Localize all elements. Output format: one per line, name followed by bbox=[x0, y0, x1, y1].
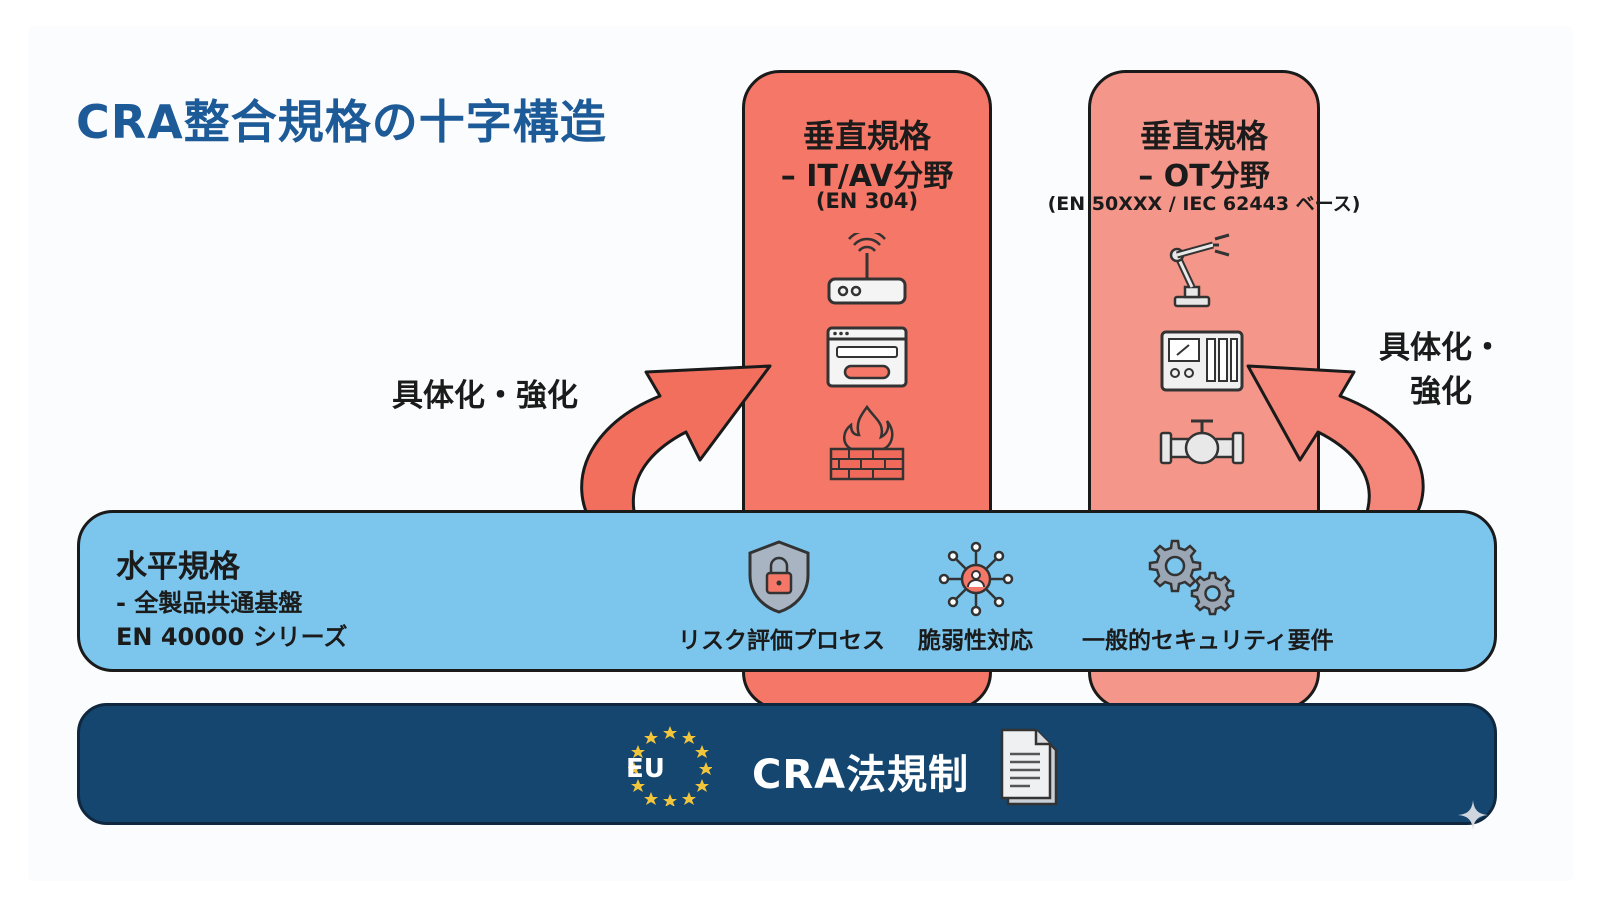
robot-arm-icon bbox=[1169, 233, 1230, 308]
cra-regulation-base: EU CRA法規制 bbox=[77, 703, 1497, 825]
horizontal-series: EN 40000 シリーズ bbox=[116, 623, 348, 651]
ot-pillar-subtitle: – OT分野 bbox=[1138, 159, 1270, 194]
shield-lock-icon bbox=[748, 540, 810, 614]
feature-label-risk-assessment: リスク評価プロセス bbox=[678, 628, 885, 654]
horizontal-subtitle: - 全製品共通基盤 bbox=[116, 589, 303, 617]
network-hub-icon bbox=[938, 541, 1014, 617]
gears-icon bbox=[1148, 539, 1235, 616]
it-pillar-title: 垂直規格 bbox=[802, 117, 931, 155]
eu-label: EU bbox=[626, 754, 665, 784]
left-arrow-label: 具体化・強化 bbox=[392, 378, 578, 414]
eu-flag-stars-icon bbox=[628, 726, 712, 806]
feature-label-general-security-requirements: 一般的セキュリティ要件 bbox=[1082, 628, 1334, 654]
right-arrow-label-line2: 強化 bbox=[1410, 374, 1472, 410]
valve-icon bbox=[1159, 419, 1245, 465]
firewall-icon bbox=[829, 404, 905, 481]
right-arrow-label-line1: 具体化・ bbox=[1379, 330, 1503, 366]
horizontal-title: 水平規格 bbox=[116, 549, 240, 585]
document-icon bbox=[1000, 728, 1058, 806]
router-icon bbox=[827, 233, 907, 305]
sparkle-icon bbox=[1458, 800, 1488, 830]
horizontal-standards-band: 水平規格 - 全製品共通基盤 EN 40000 シリーズ リスク評価プロセス 脆… bbox=[77, 510, 1497, 672]
ot-pillar-standard: (EN 50XXX / IEC 62443 ベース) bbox=[1047, 193, 1361, 215]
control-panel-icon bbox=[1160, 330, 1244, 392]
page-title: CRA整合規格の十字構造 bbox=[76, 95, 607, 149]
ot-pillar-title: 垂直規格 bbox=[1139, 117, 1268, 155]
right-arrow-label: 具体化・ 強化 bbox=[1376, 326, 1506, 414]
it-pillar-subtitle: – IT/AV分野 bbox=[780, 159, 954, 194]
cra-regulation-label: CRA法規制 bbox=[752, 752, 970, 798]
web-app-icon bbox=[826, 326, 908, 388]
feature-label-vulnerability-handling: 脆弱性対応 bbox=[918, 628, 1033, 654]
it-pillar-standard: (EN 304) bbox=[815, 189, 919, 213]
